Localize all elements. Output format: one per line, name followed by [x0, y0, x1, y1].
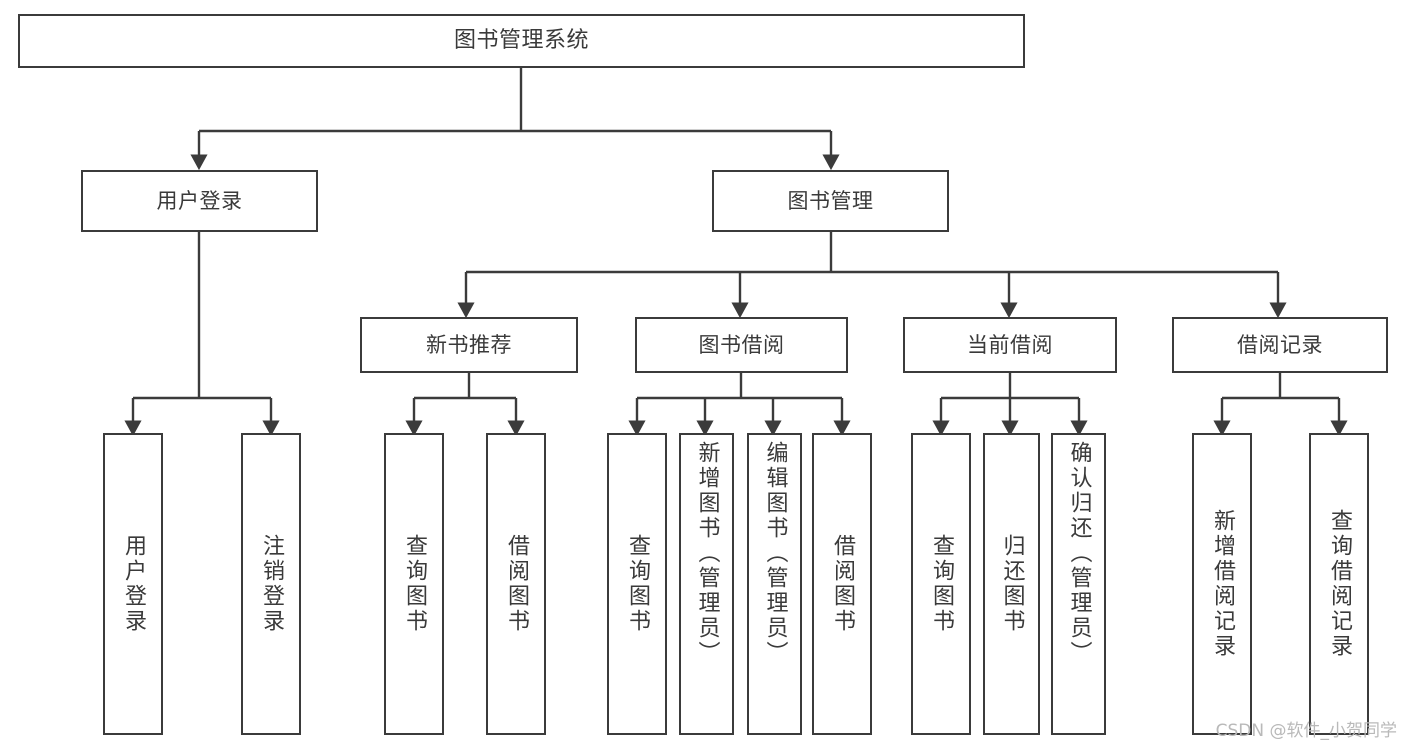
- node-book-borrow[interactable]: 图书借阅: [635, 317, 848, 373]
- node-label: 图书管理系统: [453, 28, 589, 54]
- node-label: 图书借阅: [698, 332, 785, 357]
- node-label: 新书推荐: [426, 332, 512, 357]
- leaf-query-book-recommend[interactable]: 查询图书: [384, 433, 444, 735]
- node-label: 归还图书: [999, 534, 1025, 634]
- node-label: 编辑图书（管理员）: [762, 441, 788, 666]
- leaf-edit-book[interactable]: 编辑图书（管理员）: [747, 433, 802, 735]
- node-label: 新增借阅记录: [1210, 509, 1235, 659]
- node-new-book-recommend[interactable]: 新书推荐: [360, 317, 578, 373]
- node-label: 查询图书: [625, 534, 650, 634]
- leaf-add-book[interactable]: 新增图书（管理员）: [679, 433, 734, 735]
- node-current-borrow[interactable]: 当前借阅: [903, 317, 1117, 373]
- node-label: 用户登录: [156, 188, 243, 213]
- node-label: 注销登录: [259, 534, 284, 634]
- leaf-add-borrow-record[interactable]: 新增借阅记录: [1192, 433, 1252, 735]
- node-root-system[interactable]: 图书管理系统: [18, 14, 1025, 68]
- leaf-user-login[interactable]: 用户登录: [103, 433, 163, 735]
- leaf-logout-login[interactable]: 注销登录: [241, 433, 301, 735]
- node-user-login[interactable]: 用户登录: [81, 170, 318, 232]
- node-label: 图书管理: [787, 188, 874, 213]
- node-label: 查询图书: [929, 534, 954, 634]
- node-label: 用户登录: [121, 534, 146, 634]
- node-label: 新增图书（管理员）: [694, 441, 720, 666]
- leaf-borrow-book-recommend[interactable]: 借阅图书: [486, 433, 546, 735]
- node-label: 查询借阅记录: [1327, 509, 1352, 659]
- leaf-return-book[interactable]: 归还图书: [983, 433, 1040, 735]
- node-label: 借阅图书: [830, 534, 855, 634]
- node-label: 确认归还（管理员）: [1066, 441, 1092, 666]
- leaf-borrow-book-borrow[interactable]: 借阅图书: [812, 433, 872, 735]
- node-borrow-record[interactable]: 借阅记录: [1172, 317, 1388, 373]
- node-label: 当前借阅: [967, 332, 1053, 357]
- node-label: 查询图书: [402, 534, 427, 634]
- leaf-query-book-current[interactable]: 查询图书: [911, 433, 971, 735]
- leaf-confirm-return[interactable]: 确认归还（管理员）: [1051, 433, 1106, 735]
- node-label: 借阅图书: [504, 534, 529, 634]
- csdn-watermark: CSDN @软件_小贺同学: [1215, 721, 1397, 741]
- leaf-query-book-borrow[interactable]: 查询图书: [607, 433, 667, 735]
- node-book-manage[interactable]: 图书管理: [712, 170, 949, 232]
- node-label: 借阅记录: [1237, 332, 1323, 357]
- leaf-query-borrow-record[interactable]: 查询借阅记录: [1309, 433, 1369, 735]
